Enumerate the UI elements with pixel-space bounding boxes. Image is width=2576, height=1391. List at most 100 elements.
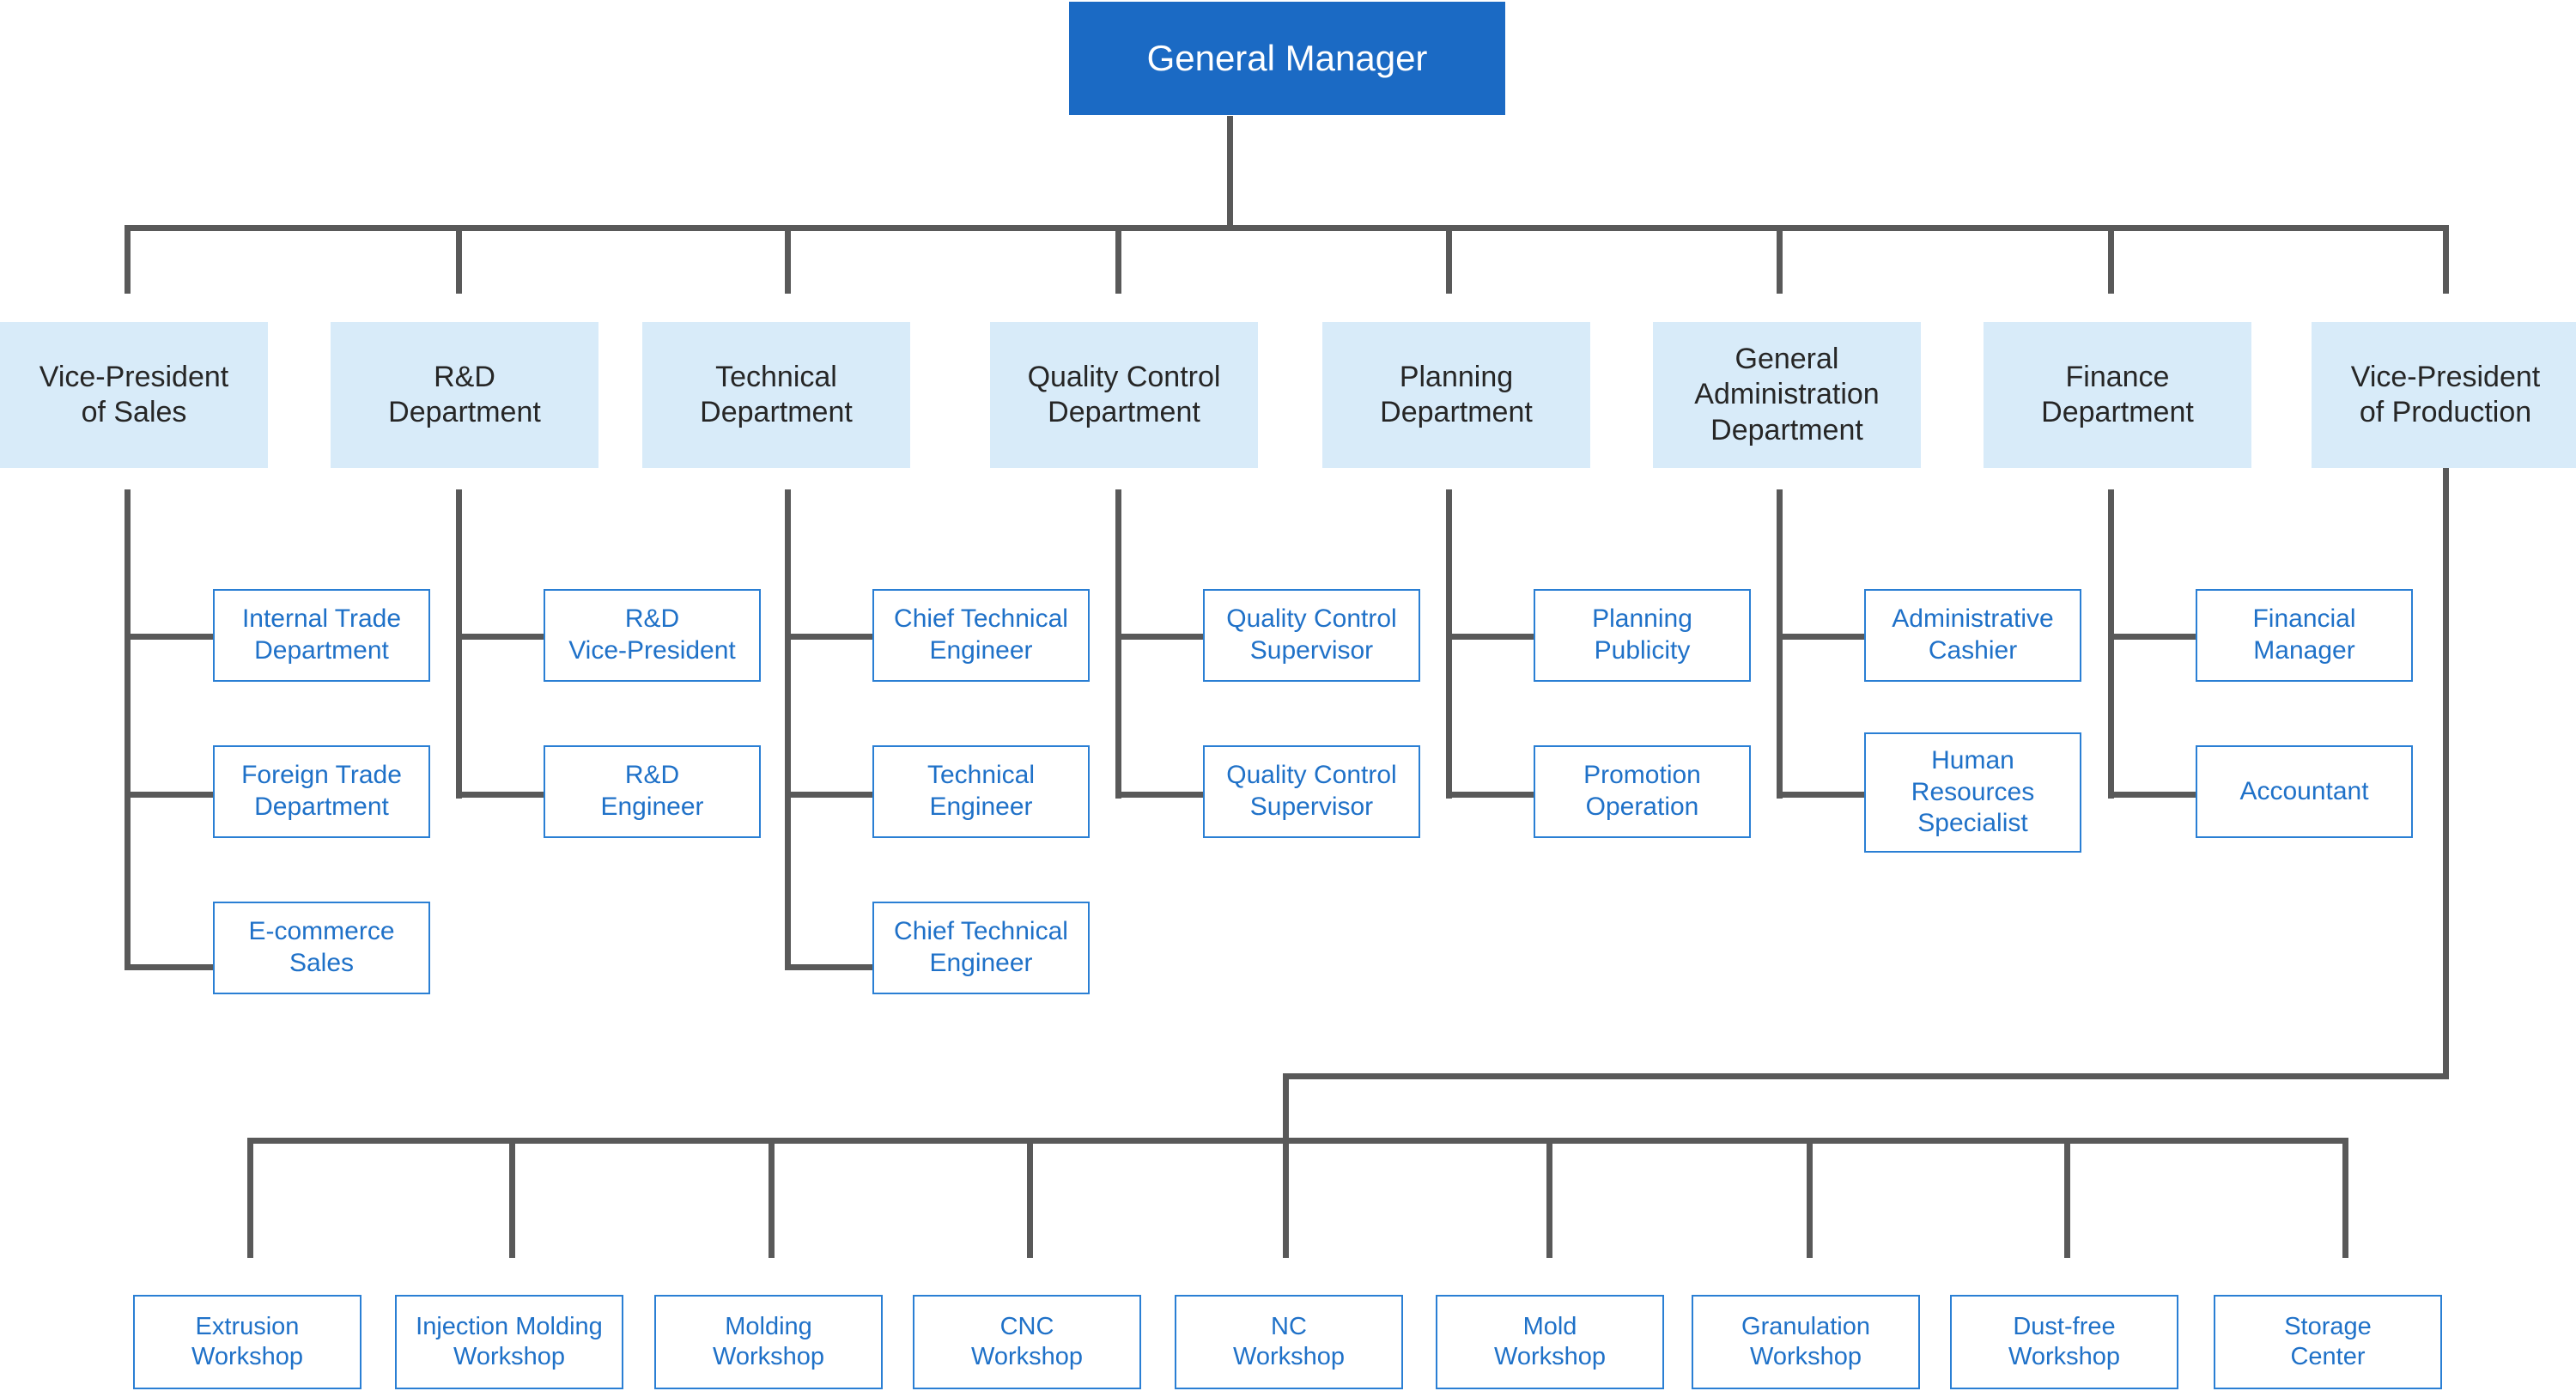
connector-arm-chief-technical-engineer-1 (785, 634, 878, 640)
connector-drop-technical (785, 225, 791, 294)
connector-root-stem (1227, 116, 1233, 229)
node-role-accountant[interactable]: Accountant (2196, 745, 2413, 838)
connector-workshop-bus (247, 1138, 2348, 1144)
connector-drop-cnc-workshop (1027, 1138, 1033, 1258)
connector-arm-rnd-engineer (456, 792, 549, 798)
connector-arm-quality-control-supervisor-2 (1115, 792, 1208, 798)
connector-arm-technical-engineer (785, 792, 878, 798)
connector-drop-injection-molding-workshop (509, 1138, 515, 1258)
connector-drop-vp-sales (125, 225, 131, 294)
connector-drop-granulation-workshop (1807, 1138, 1813, 1258)
connector-spine-technical (785, 489, 791, 970)
node-label: General Manager (1146, 38, 1428, 79)
connector-drop-storage-center (2342, 1138, 2348, 1258)
node-label: Accountant (2239, 776, 2369, 805)
node-general-manager[interactable]: General Manager (1069, 2, 1505, 115)
connector-spine-finance (2108, 489, 2114, 799)
connector-arm-foreign-trade (125, 792, 217, 798)
connector-spine-rnd (456, 489, 462, 799)
connector-drop-vp-production (2443, 225, 2449, 294)
connector-drop-rnd (456, 225, 462, 294)
connector-drop-dust-free-workshop (2064, 1138, 2070, 1258)
connector-arm-internal-trade (125, 634, 217, 640)
connector-drop-nc-workshop (1283, 1138, 1289, 1258)
connector-arm-financial-manager (2108, 634, 2201, 640)
connector-vp-production-to-workshop-bus (1283, 1073, 2449, 1079)
connector-arm-ecommerce-sales (125, 964, 217, 970)
connector-arm-administrative-cashier (1777, 634, 1869, 640)
connector-workshop-bus-stem (1283, 1073, 1289, 1144)
connector-arm-rnd-vice-president (456, 634, 549, 640)
connector-spine-quality-control (1115, 489, 1121, 799)
connector-drop-quality (1115, 225, 1121, 294)
connector-spine-general-administration (1777, 489, 1783, 799)
connector-arm-promotion-operation (1446, 792, 1539, 798)
connector-spine-planning (1446, 489, 1452, 799)
connector-spine-vp-sales (125, 489, 131, 970)
connector-department-bus (125, 225, 2449, 231)
connector-arm-quality-control-supervisor-1 (1115, 634, 1208, 640)
connector-drop-molding-workshop (769, 1138, 775, 1258)
connector-spine-vp-production (2443, 468, 2449, 1079)
